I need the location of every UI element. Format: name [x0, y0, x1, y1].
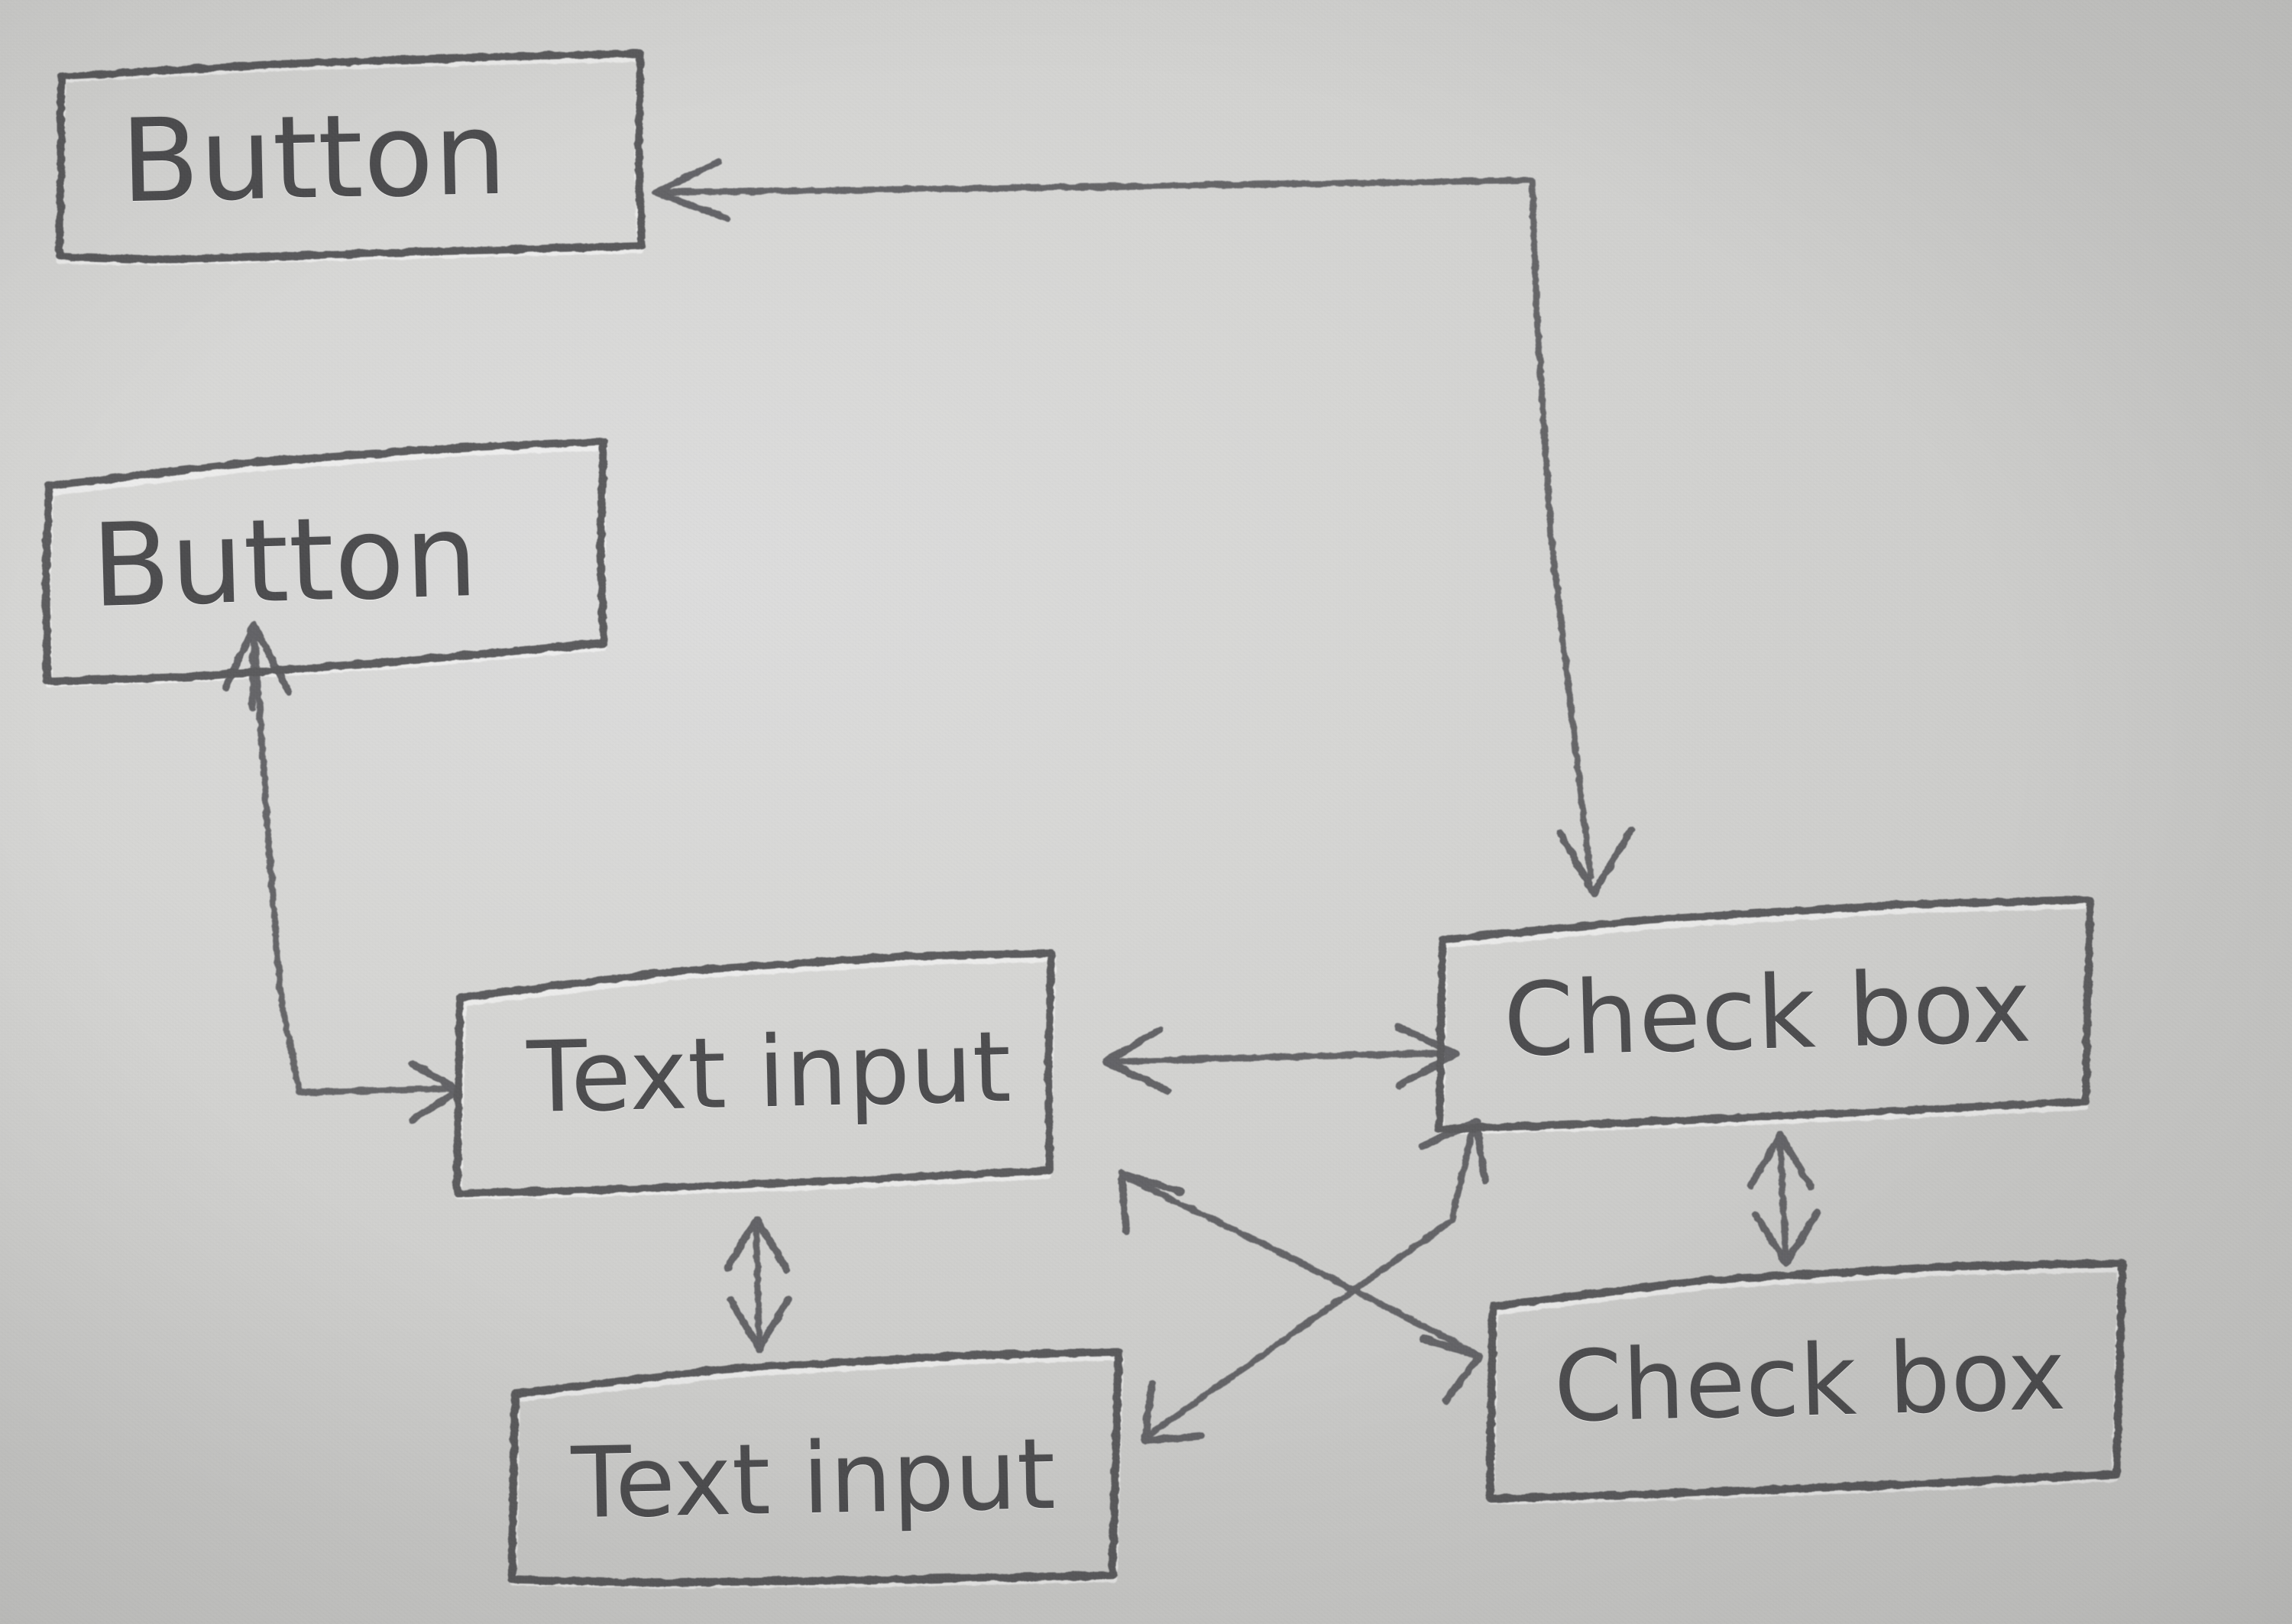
edge-textinput1-checkbox1	[1102, 1023, 1460, 1095]
edge-textinput2-checkbox1	[1141, 1118, 1489, 1444]
node-check-box-1[interactable]	[1440, 901, 2090, 1127]
node-text-input-1[interactable]	[458, 955, 1050, 1192]
node-outlines	[41, 50, 2127, 1587]
node-outline-button-2	[41, 437, 608, 686]
node-outline-text-input-2	[507, 1347, 1123, 1587]
edge-checkbox1-checkbox2	[1747, 1131, 1821, 1267]
node-outline-check-box-2	[1485, 1259, 2127, 1503]
node-outline-button-1	[56, 50, 646, 264]
node-button-1[interactable]	[60, 57, 640, 257]
edge-textinput1-textinput2	[724, 1215, 792, 1353]
edge-textinput1-checkbox2	[1118, 1169, 1483, 1405]
connector-arrows	[222, 158, 1821, 1444]
node-outline-text-input-1	[453, 949, 1055, 1197]
node-check-box-2[interactable]	[1490, 1264, 2120, 1497]
edge-checkbox1-button1	[652, 158, 1635, 898]
node-outline-check-box-1	[1436, 896, 2094, 1133]
edge-textinput1-button2	[222, 621, 462, 1124]
node-button-2[interactable]	[47, 443, 604, 680]
node-text-input-2[interactable]	[512, 1352, 1119, 1581]
